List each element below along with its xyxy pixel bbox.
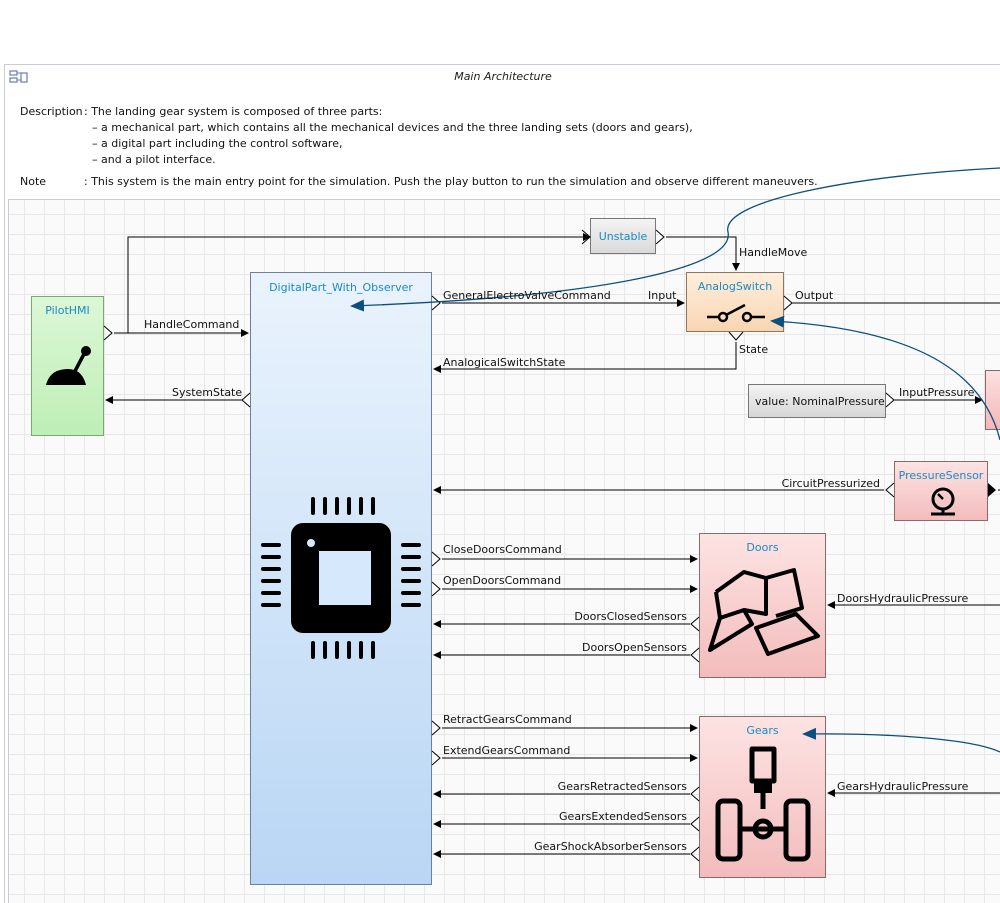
chip-icon xyxy=(261,497,421,659)
digital-part-block[interactable]: DigitalPart_With_Observer xyxy=(250,272,432,885)
gears-block[interactable]: Gears xyxy=(699,716,826,878)
switch-icon xyxy=(707,303,765,323)
label-state: State xyxy=(739,343,769,356)
unstable-title: Unstable xyxy=(598,230,648,243)
description-line-3: – a digital part including the control s… xyxy=(92,137,343,150)
doors-title: Doors xyxy=(746,541,779,554)
doors-icon xyxy=(708,568,820,656)
analog-switch-title: AnalogSwitch xyxy=(697,280,773,293)
nominal-pressure-value: value: NominalPressure xyxy=(755,395,885,408)
diagram-icon[interactable] xyxy=(9,69,29,87)
label-gears-retracted: GearsRetractedSensors xyxy=(557,780,687,793)
panel-title-bar: Main Architecture xyxy=(5,65,1000,91)
label-analog-state: AnalogicalSwitchState xyxy=(443,356,566,369)
pump-block-partial[interactable] xyxy=(985,370,1000,430)
description-line-2: – a mechanical part, which contains all … xyxy=(92,121,693,134)
nominal-pressure-block[interactable]: value: NominalPressure xyxy=(748,384,886,418)
label-input: Input xyxy=(648,289,677,302)
gauge-icon xyxy=(931,487,955,516)
digital-part-title: DigitalPart_With_Observer xyxy=(269,281,413,294)
label-doors-hydraulic: DoorsHydraulicPressure xyxy=(837,592,969,605)
label-open-doors: OpenDoorsCommand xyxy=(443,574,562,587)
pressure-sensor-title: PressureSensor xyxy=(898,469,984,482)
label-input-pressure: InputPressure xyxy=(899,386,975,399)
analog-switch-block[interactable]: AnalogSwitch xyxy=(686,272,784,332)
label-handle-move: HandleMove xyxy=(739,246,808,259)
label-gears-extended: GearsExtendedSensors xyxy=(559,810,687,823)
description-line-1: : The landing gear system is composed of… xyxy=(84,105,383,118)
unstable-block[interactable]: Unstable xyxy=(590,218,656,254)
label-extend-gears: ExtendGearsCommand xyxy=(443,744,571,757)
label-system-state: SystemState xyxy=(172,386,243,399)
note-label: Note xyxy=(20,175,47,188)
panel-title: Main Architecture xyxy=(454,70,552,83)
label-doors-open: DoorsOpenSensors xyxy=(582,641,687,654)
label-retract-gears: RetractGearsCommand xyxy=(443,713,572,726)
note-text: : This system is the main entry point fo… xyxy=(84,175,818,188)
label-close-doors: CloseDoorsCommand xyxy=(443,543,562,556)
pilot-hmi-block[interactable]: PilotHMI xyxy=(31,296,104,436)
description-line-4: – and a pilot interface. xyxy=(92,153,216,166)
label-general-valve: GeneralElectroValveCommand xyxy=(443,289,611,302)
label-handle-command: HandleCommand xyxy=(144,318,240,331)
pilot-hmi-title: PilotHMI xyxy=(45,304,90,317)
joystick-icon xyxy=(46,346,91,385)
label-circuit-pressurized: CircuitPressurized xyxy=(781,477,880,490)
description-label: Description xyxy=(20,105,83,118)
label-gears-hydraulic: GearsHydraulicPressure xyxy=(837,780,969,793)
label-output: Output xyxy=(795,289,834,302)
pressure-sensor-block[interactable]: PressureSensor xyxy=(894,461,988,521)
landing-gear-icon xyxy=(715,746,811,862)
gears-title: Gears xyxy=(746,724,779,737)
label-doors-closed: DoorsClosedSensors xyxy=(574,610,687,623)
label-gear-shock: GearShockAbsorberSensors xyxy=(534,840,687,853)
doors-block[interactable]: Doors xyxy=(699,533,826,678)
